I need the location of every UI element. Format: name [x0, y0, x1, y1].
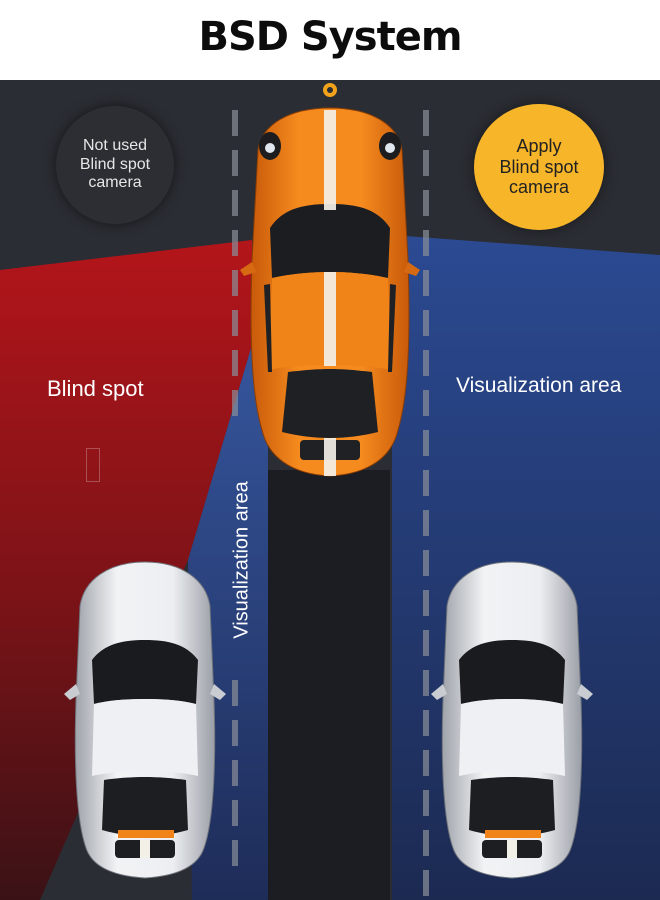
blind-spot-label: Blind spot	[47, 376, 144, 401]
not-used-camera-text: Not used Blind spot camera	[79, 137, 151, 192]
left-car	[64, 561, 226, 879]
lane-markings	[232, 110, 429, 896]
visualization-area-right-label: Visualization area	[456, 374, 622, 397]
header: BSD System	[0, 0, 660, 80]
visualization-area-center-label: Visualization area	[230, 481, 253, 639]
apply-camera-badge: Apply Blind spot camera	[474, 104, 604, 230]
right-car	[431, 561, 593, 879]
apply-camera-text: Apply Blind spot camera	[499, 135, 579, 198]
lane-road	[268, 470, 390, 900]
page-title: BSD System	[198, 14, 462, 60]
not-used-camera-badge: Not used Blind spot camera	[56, 106, 174, 224]
watermark-icon	[86, 448, 100, 482]
camera-marker	[323, 83, 337, 97]
main-car	[240, 107, 420, 477]
